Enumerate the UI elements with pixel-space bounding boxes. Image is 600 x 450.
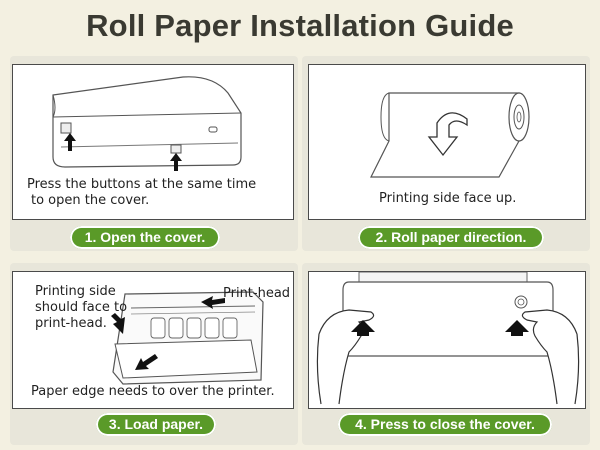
press-arrow-right (505, 320, 529, 336)
step-2-illustration: Printing side face up. (308, 64, 586, 220)
step-3-caption-side-3: print-head. (35, 316, 107, 331)
step-3-label: 3. Load paper. (96, 413, 216, 436)
button-arrow-left (64, 133, 76, 151)
step-4-illustration (308, 271, 586, 409)
step-4-card: 4. Press to close the cover. (302, 263, 590, 445)
step-3-caption-paper-edge: Paper edge needs to over the printer. (31, 384, 275, 399)
right-hand (521, 309, 578, 405)
step-4-label: 4. Press to close the cover. (338, 413, 552, 436)
step-3-illustration: Printing side should face to print-head.… (12, 271, 294, 409)
printer-open-svg (52, 76, 242, 171)
step-3-caption-side-2: should face to (35, 300, 128, 315)
print-side-arrow (111, 313, 125, 334)
print-head-arrow (201, 296, 225, 309)
printer-loading-svg (111, 291, 264, 385)
step-1-caption-line-2: to open the cover. (31, 193, 150, 208)
paper-roll-svg (370, 92, 530, 178)
button-arrow-right (170, 153, 182, 171)
step-2-label: 2. Roll paper direction. (358, 226, 544, 249)
printer-close-svg (316, 272, 580, 405)
step-1-caption-line-1: Press the buttons at the same time (27, 177, 257, 192)
direction-arrow (427, 112, 468, 157)
step-2-card: Printing side face up. 2. Roll paper dir… (302, 56, 590, 251)
step-3-caption-print-head: Print-head (223, 286, 291, 301)
page-title: Roll Paper Installation Guide (86, 8, 514, 43)
step-2-caption: Printing side face up. (379, 191, 517, 206)
step-3-caption-side-1: Printing side (35, 284, 116, 299)
step-1-label: 1. Open the cover. (70, 226, 220, 249)
step-3-card: Printing side should face to print-head.… (10, 263, 298, 445)
paper-edge-arrow (135, 354, 158, 370)
press-arrow-left (351, 320, 375, 336)
step-1-card: Press the buttons at the same time to op… (10, 56, 298, 251)
step-1-illustration: Press the buttons at the same time to op… (12, 64, 294, 220)
